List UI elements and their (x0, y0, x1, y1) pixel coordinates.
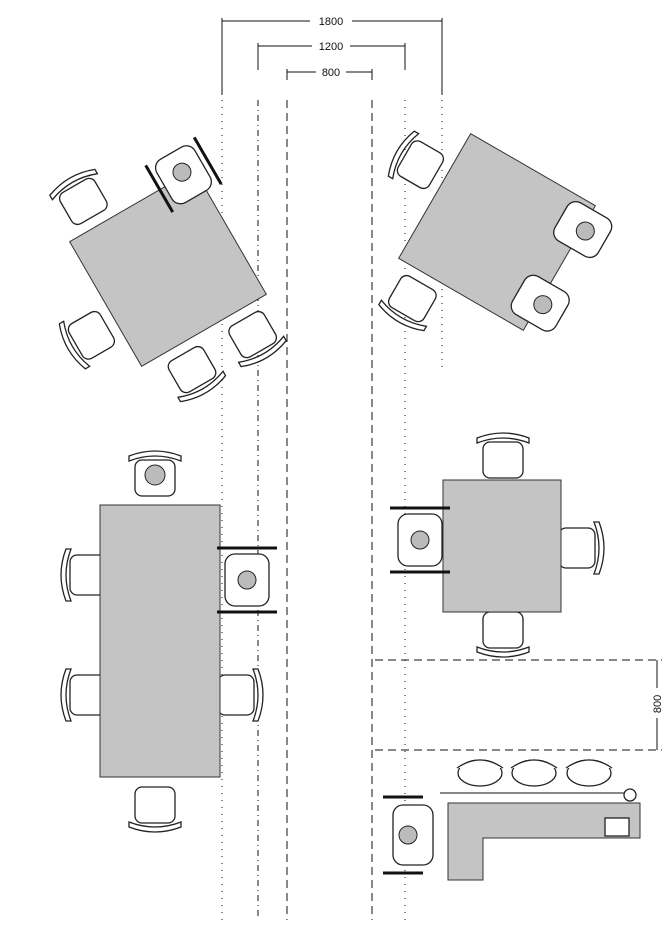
clearance-guides (221, 100, 443, 920)
wheelchair-icon (390, 506, 450, 574)
square-table (390, 432, 605, 658)
wheelchair-icon (144, 136, 223, 213)
wheelchair-icon (217, 546, 277, 614)
wheelchair-icon (553, 200, 613, 259)
wheelchair-icon (383, 795, 434, 875)
wheelchair-icon (510, 274, 570, 332)
bar-counter (383, 759, 641, 881)
dimension-label-800-vertical: 800 (652, 695, 664, 713)
dimension-800: 800 (286, 67, 373, 80)
rotated-table-wheelchair-left (46, 136, 290, 407)
dimension-800-vertical: 800 (375, 659, 664, 751)
dimension-label-1200: 1200 (319, 41, 343, 53)
dimension-label-800: 800 (322, 67, 340, 79)
rotated-table-wheelchair-right (375, 128, 613, 336)
dimension-1200: 1200 (257, 41, 406, 70)
dimension-label-1800: 1800 (319, 16, 343, 28)
dimension-1800: 1800 (221, 16, 443, 95)
long-table (60, 450, 277, 833)
